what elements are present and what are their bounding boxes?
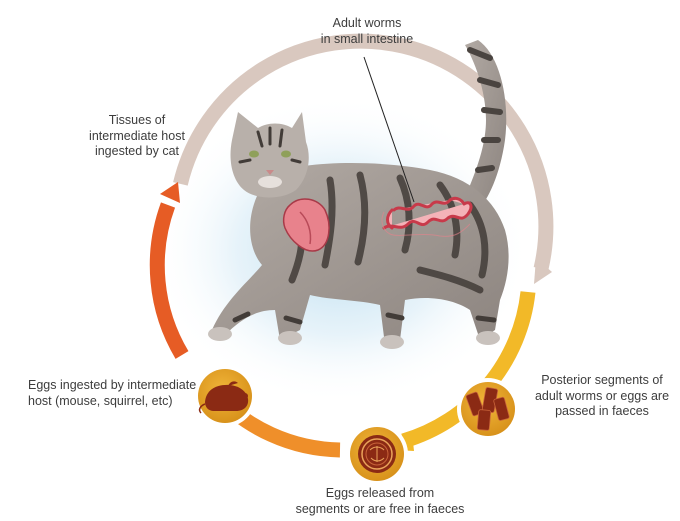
- arrow-gray-icon: [534, 258, 552, 284]
- rodent-icon: [198, 381, 249, 414]
- arrow-red-icon: [160, 182, 180, 203]
- heart-tissue-icon: [282, 198, 330, 252]
- badge-rodent: [194, 365, 256, 427]
- ring-segment-red: [149, 202, 189, 359]
- label-adult-worms: Adult worms in small intestine: [320, 16, 414, 46]
- leader-line: [363, 56, 415, 203]
- label-tissues: Tissues of intermediate host ingested by…: [89, 113, 185, 158]
- tapeworm-icon: [381, 196, 473, 237]
- tapeworm-egg-icon: [358, 435, 396, 473]
- badge-segments: [457, 378, 519, 440]
- label-eggs-released: Eggs released from segments or are free …: [295, 486, 465, 516]
- label-posterior-segments: Posterior segments of adult worms or egg…: [534, 373, 670, 418]
- badge-egg: [346, 423, 408, 485]
- label-eggs-ingested: Eggs ingested by intermediate host (mous…: [28, 378, 197, 408]
- worm-segments-icon: [465, 387, 510, 431]
- ring-segment-gray: [173, 33, 554, 271]
